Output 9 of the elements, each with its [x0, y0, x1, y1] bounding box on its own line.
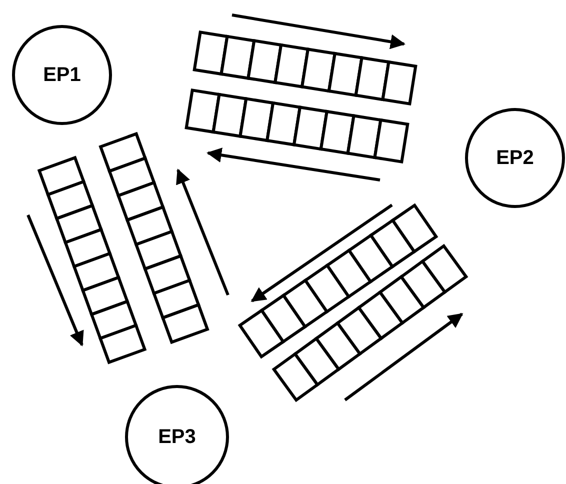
queue-drawing	[184, 88, 410, 164]
queue-drawing	[272, 244, 468, 402]
queue-drawing	[238, 203, 438, 359]
queue-drawing	[37, 156, 147, 364]
queue-drawing	[192, 30, 418, 106]
queue-drawing	[98, 132, 210, 344]
endpoint-label: EP2	[496, 146, 534, 170]
endpoint-label: EP3	[158, 426, 196, 448]
endpoint-label: EP1	[43, 64, 81, 86]
